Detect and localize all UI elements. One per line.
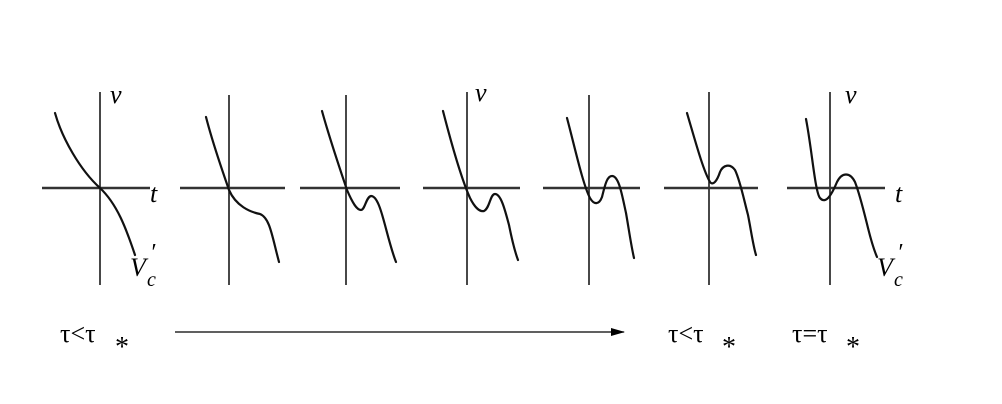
panel-3 [300,95,400,285]
panel-4-v-label: v [475,78,487,107]
panel-7-v-label: v [845,80,857,109]
caption-mid-subscript: * [722,332,736,363]
caption-right: τ=τ * [792,319,860,363]
panel-3-curve [320,109,398,264]
caption-left: τ<τ * [60,319,129,363]
panel-1-v-label: v [110,80,122,109]
panel-7-curve [804,117,879,259]
caption-left-subscript: * [115,332,129,363]
panel-7-vc-prime: ′ [897,240,903,266]
caption-mid: τ<τ * [668,319,736,363]
panel-4: v [423,78,520,285]
panel-6-curve [685,111,758,257]
panel-1-curve [53,111,137,257]
panel-1-t-label: t [150,179,158,208]
caption-mid-text: τ<τ [668,319,704,348]
caption-right-subscript: * [846,332,860,363]
caption-left-text: τ<τ [60,319,96,348]
panel-4-curve [441,109,520,262]
panel-5-curve [565,116,636,260]
panel-1-vc-main: V [130,253,149,282]
panel-7-t-label: t [895,179,903,208]
panel-1-vc-prime: ′ [150,240,156,266]
panel-1-vc-sub: c [147,269,156,291]
panel-2 [180,95,285,285]
panel-1-vc-label: V c ′ [130,240,156,291]
panel-5 [543,95,640,285]
panel-7-vc-sub: c [894,269,903,291]
caption-right-text: τ=τ [792,319,828,348]
panel-7-vc-label: V c ′ [877,240,903,291]
panel-2-curve [204,115,281,264]
panel-7: v t V c ′ [787,80,903,291]
panel-7-vc-main: V [877,253,896,282]
panel-6 [664,92,758,285]
panel-1: v t V c ′ [42,80,158,291]
